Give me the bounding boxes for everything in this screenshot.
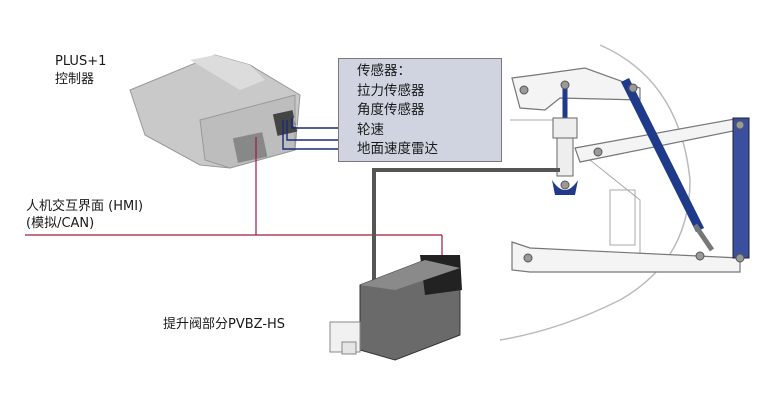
sensor-mount xyxy=(552,180,578,195)
hmi-sublabel: (模拟/CAN) xyxy=(26,216,95,231)
lift-rod xyxy=(732,117,750,259)
sensor-item-radar: 地面速度雷达 xyxy=(357,141,438,157)
lower-link xyxy=(511,241,741,273)
top-link xyxy=(511,67,641,111)
draft-sensor xyxy=(552,117,578,139)
pvbz-valve xyxy=(329,255,462,361)
controller-name: PLUS+1 xyxy=(55,54,107,69)
sensor-wires xyxy=(282,118,338,150)
plus1-controller xyxy=(129,54,301,169)
sensor-list-box: 传感器： 拉力传感器 角度传感器 轮速 地面速度雷达 xyxy=(338,58,502,162)
controller-type: 控制器 xyxy=(55,72,95,87)
sensor-list-title: 传感器： xyxy=(357,63,411,79)
valve-label: 提升阀部分PVBZ-HS xyxy=(163,317,286,332)
lift-cylinder-end xyxy=(692,223,715,252)
valve-wire xyxy=(372,168,560,290)
tractor-block xyxy=(609,189,636,246)
hmi-label: 人机交互界面 (HMI) xyxy=(26,199,144,214)
tractor-body xyxy=(589,159,641,260)
tractor-outline xyxy=(499,44,691,341)
sensor-item-draft: 拉力传感器 xyxy=(357,82,425,99)
sensor-item-wheel-speed: 轮速 xyxy=(357,121,384,138)
sensor-item-angle: 角度传感器 xyxy=(357,102,425,118)
draft-sensor-body xyxy=(556,137,574,177)
lift-cylinder xyxy=(620,77,705,233)
